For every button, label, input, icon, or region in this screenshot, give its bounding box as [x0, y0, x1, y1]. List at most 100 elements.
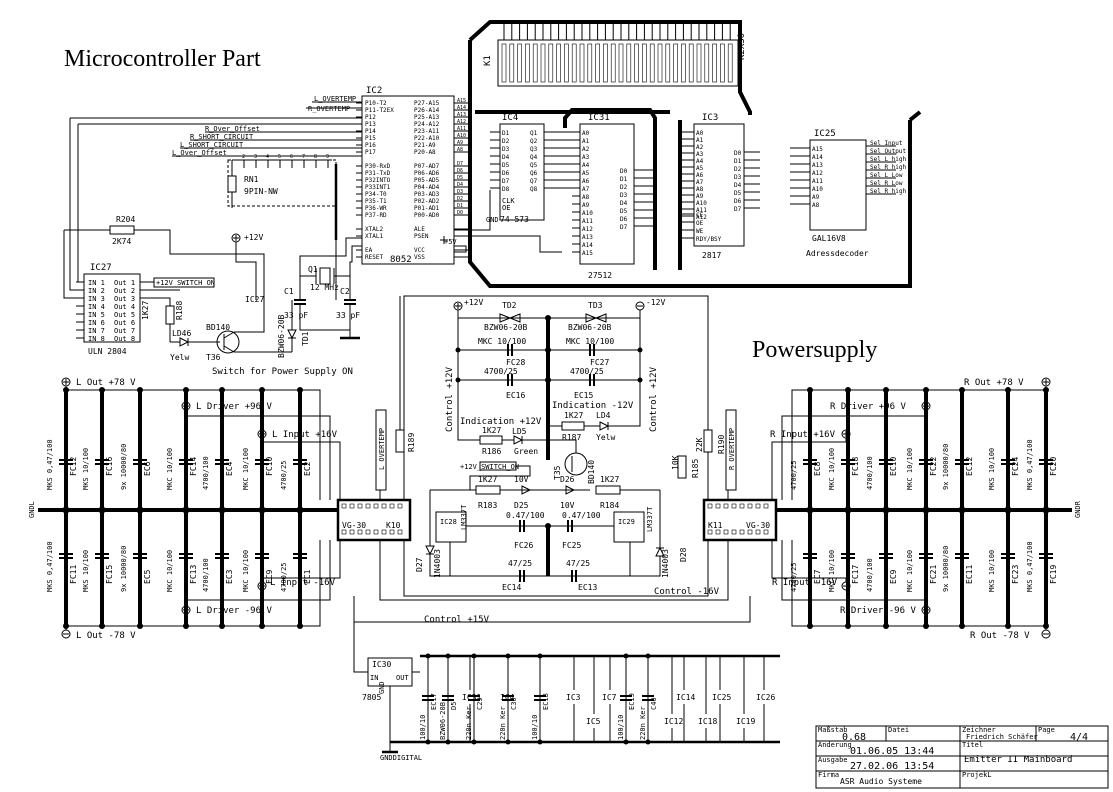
- ic31-addr-pin: A8: [582, 194, 590, 201]
- ic3-data-pin: D5: [734, 190, 742, 197]
- cap-ref: FC9: [265, 569, 274, 584]
- ic3-addr-pin: A4: [696, 158, 704, 165]
- ic3-addr-pin: A8: [696, 186, 704, 193]
- ic2-pin-right: P01-AD1: [414, 205, 440, 212]
- r185-ref: R185: [691, 459, 700, 478]
- decoupling-ref: EC17: [430, 693, 438, 710]
- ic3-data-pin: D3: [734, 174, 742, 181]
- cap-ref: EC3: [225, 569, 234, 584]
- tb-massstab: 0.68: [842, 732, 866, 743]
- td1: BZW06-20B TD1 Switch for Power Supply ON: [212, 300, 353, 377]
- fc28-value: MKC 10/100: [478, 337, 526, 346]
- ic31-addr-pin: A0: [582, 130, 590, 137]
- ic2-pin-left: P11-T2EX: [365, 107, 394, 114]
- ic2-pin-left: P32INTO: [365, 177, 391, 184]
- net-r-overtemp: R_OVERTEMP: [308, 105, 350, 113]
- d27-value: 1N4003: [433, 549, 442, 578]
- r184-ref: R184: [600, 501, 619, 510]
- ec13-value: 47/25: [566, 559, 590, 568]
- ic2-pin-left: XTAL2: [365, 226, 383, 233]
- ic4-oe: OE: [502, 204, 510, 212]
- vg-pin: [731, 529, 737, 535]
- ld46-color: Yelw: [170, 353, 189, 362]
- ic2-addr-label: A11: [457, 126, 466, 132]
- ic3-data-pin: D0: [734, 150, 742, 157]
- ale-psen-wires: [454, 190, 562, 253]
- cap-value: MKS 10/100: [988, 448, 996, 490]
- ic3-ctrl-pin: CE: [696, 212, 704, 219]
- r189-ref: R189: [407, 433, 416, 452]
- ic2-pin-left: RESET: [365, 254, 383, 261]
- ic27-uln2804: IC27 ULN 2804 IN 1IN 2IN 3IN 4IN 5IN 6IN…: [76, 263, 215, 356]
- ld5-ref: LD5: [512, 427, 527, 436]
- vg30-left: VG-30 K10 L_OVERTEMP: [336, 409, 412, 542]
- ic2-pin-right: PSEN: [414, 233, 429, 240]
- ic4-d-pin: D4: [502, 154, 510, 161]
- tb-titel-label: Titel: [962, 741, 983, 749]
- d27-ref: D27: [415, 557, 424, 572]
- ic2-pin-right: ALE: [414, 226, 425, 233]
- ind-m12: Indication -12V: [552, 401, 634, 411]
- k1-pin: [540, 43, 546, 83]
- ic2-pin-left: P10-T2: [365, 100, 387, 107]
- k1-pin: [688, 43, 694, 83]
- vg-pin: [381, 503, 387, 509]
- vg30-right: K11 VG-30 R_OVERTEMP: [702, 409, 778, 542]
- ic4-d-pin: D5: [502, 162, 510, 169]
- ic25-out-label: Sel R Low: [870, 180, 903, 187]
- cap-ref: FC15: [105, 565, 114, 584]
- vg-pin: [389, 529, 395, 535]
- k1-pin: [517, 43, 522, 83]
- ic25-in-pin: A15: [812, 146, 823, 153]
- ic4-clk: CLK: [502, 197, 515, 205]
- cap-ref: EC6: [143, 461, 152, 476]
- ic2-addr-label: D1: [457, 203, 463, 209]
- ic2-addr-label: D5: [457, 175, 463, 181]
- ic27-out-pin: Out 8: [114, 335, 135, 343]
- r-in-m16: R Input -16V: [772, 578, 838, 588]
- ic3-addr-pin: A5: [696, 165, 704, 172]
- ic3-ctrl-pin: OE: [696, 220, 704, 227]
- ic3-addr-pin: A11: [696, 207, 707, 214]
- td1-value: BZW06-20B: [277, 314, 286, 358]
- ic2-addr-label: D2: [457, 196, 463, 202]
- k1-pin: [649, 43, 655, 83]
- cap-value: 4700/25: [280, 562, 288, 592]
- tb-titel: Emitter II Mainboard: [964, 755, 1072, 765]
- vg-pin: [763, 503, 769, 509]
- ec14-ref: EC14: [502, 583, 521, 592]
- d26-value: 10V: [560, 501, 575, 510]
- ic31-addr-pin: A7: [582, 186, 590, 193]
- ic2-pin-right: P23-A11: [414, 128, 440, 135]
- ic2-supply: +5V: [440, 236, 467, 253]
- rn1-pin-number: 9: [326, 154, 329, 160]
- ic27-in-pin: IN 8: [88, 335, 105, 343]
- title-powersupply: Powersupply: [752, 337, 877, 363]
- k1-pin: [642, 43, 647, 83]
- ic31-27512: IC31 27512 A0A1A2A3A4A5A6A7A8A9A10A11A12…: [572, 113, 654, 280]
- k1-pin: [727, 43, 733, 83]
- ic2-addr-label: D3: [457, 189, 463, 195]
- ic2-addr-label: A9: [457, 140, 463, 146]
- cap-value: 4700/100: [866, 558, 874, 592]
- k1-pin: [696, 43, 702, 83]
- cap-ref: FC10: [265, 457, 274, 476]
- cap-ref: FC13: [189, 565, 198, 584]
- ic27-out-pin: Out 7: [114, 327, 135, 335]
- ic4-ref: IC4: [502, 113, 518, 123]
- ic-supply-ref: IC31: [462, 693, 481, 702]
- decoupling-value: 100/10: [531, 715, 539, 740]
- cap-ref: FC12: [69, 457, 78, 476]
- gndr: GNDR: [1074, 500, 1082, 518]
- title-block: Maßstab 0.68 Datei Zeichner Friedrich Sc…: [815, 725, 1109, 789]
- ic4-d-pin: D7: [502, 178, 510, 185]
- decoupling-value: 100/10: [419, 715, 427, 740]
- cap-value: MKC 10/100: [166, 448, 174, 490]
- ic2-addr-label: D7: [457, 161, 463, 167]
- r187-ref: R187: [562, 433, 581, 442]
- ic25-in-pin: A10: [812, 186, 823, 193]
- ic2-addr-label: A15: [457, 98, 466, 104]
- rn1-pin-number: 6: [290, 154, 293, 160]
- r188-value: 1K27: [141, 301, 150, 320]
